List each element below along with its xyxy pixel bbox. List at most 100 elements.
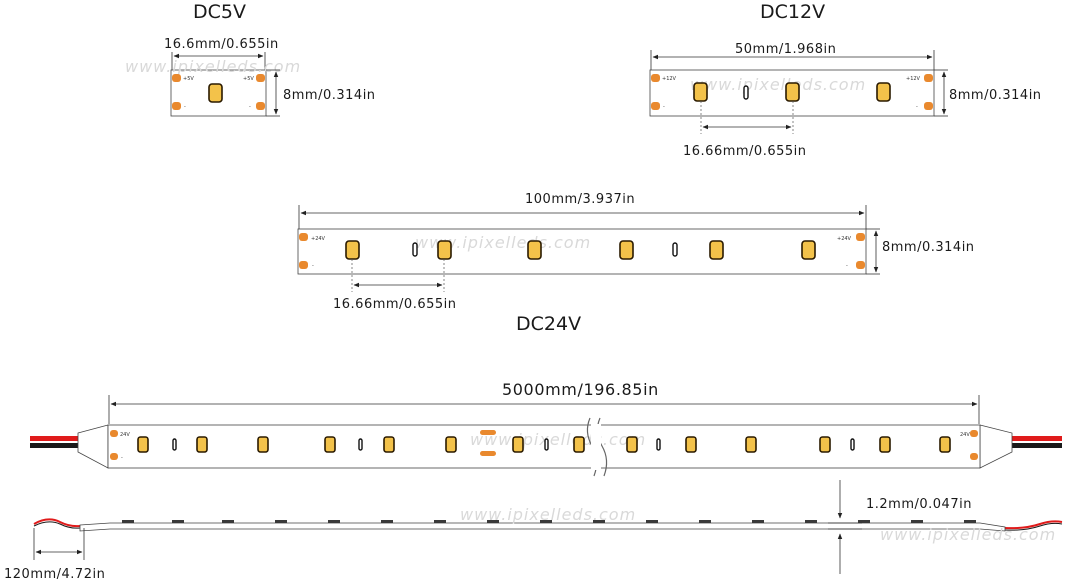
dc12v-led-3 [876,82,891,102]
reel-resistor [544,438,549,451]
reel-led [324,436,336,453]
reel-led [939,436,951,453]
dc5v-led [208,83,223,103]
dc5v-watermark: www.ipixelleds.com [125,57,301,76]
reel-pad-minus-text: - [121,455,123,461]
reel-led [137,436,149,453]
dc24v-pitch-label: 16.66mm/0.655in [333,297,457,312]
reel-led [685,436,697,453]
dc12v-width-label: 50mm/1.968in [735,42,836,57]
wire-red-left [30,436,78,441]
dc24v-resistor-1 [412,242,418,257]
reel-led [257,436,269,453]
dc12v-pad-minus-right [924,102,933,110]
dc24v-pad-minus-text-right: - [846,263,848,269]
dc12v-pitch-label: 16.66mm/0.655in [683,144,807,159]
reel-led [819,436,831,453]
reel-pad-minus-left [110,453,118,460]
reel-watermark: www.ipixelleds.com [470,430,646,449]
dc24v-led-2 [437,240,452,260]
side-wire-right [1004,520,1063,530]
reel-resistor [172,438,177,451]
dc5v-pad-minus-text-right: - [249,104,251,110]
dc24v-pad-plus-text: +24V [311,236,326,242]
side-strip [79,522,1006,532]
dc12v-pad-plus-text: +12V [662,76,677,82]
reel-pad-minus-right [970,453,978,460]
dc24v-led-6 [801,240,816,260]
dc24v-led-5 [709,240,724,260]
dc24v-pad-minus-left [299,261,308,269]
dc24v-height-label: 8mm/0.314in [882,240,975,255]
side-watermark: www.ipixelleds.com [460,505,636,524]
dc12v-pad-minus-text-right: - [916,104,918,110]
side-wire-left [33,518,81,528]
dc5v-section: DC5V 16.6mm/0.655in www.ipixelleds.com +… [125,1,376,117]
reel-resistor [358,438,363,451]
dc12v-led-2 [785,82,800,102]
reel-pad-plus-right [970,430,978,437]
dc12v-pad-minus-text: - [663,104,665,110]
reel-led [445,436,457,453]
reel-led [626,436,638,453]
reel-resistor [850,438,855,451]
dc12v-section: DC12V 50mm/1.968in www.ipixelleds.com +1… [649,1,1042,159]
reel-strip [107,424,981,469]
dc12v-pad-plus-right [924,74,933,82]
reel-led [879,436,891,453]
reel-mid-pad-plus [480,430,496,435]
dc12v-watermark: www.ipixelleds.com [690,75,866,94]
side-watermark-right: www.ipixelleds.com [880,525,1056,544]
dc12v-resistor [743,85,749,100]
reel-length-label: 5000mm/196.85in [502,380,659,399]
dc12v-pad-minus-left [651,102,660,110]
reel-thickness-label: 1.2mm/0.047in [866,497,972,512]
wire-black-right [1012,443,1062,448]
reel-lead-label: 120mm/4.72in [4,567,105,582]
dc5v-pad-plus-text: +5V [183,76,194,82]
dc24v-strip [297,228,867,275]
dc24v-width-label: 100mm/3.937in [525,192,635,207]
dc5v-width-label: 16.6mm/0.655in [164,37,279,52]
dc5v-pad-plus-right [256,74,265,82]
reel-endcap-left [77,424,109,469]
side-chip [122,520,134,523]
reel-led [383,436,395,453]
dc5v-pad-plus-left [172,74,181,82]
dc24v-led-1 [345,240,360,260]
dc5v-pad-plus-text-right: +5V [243,76,254,82]
dc24v-resistor-2 [672,242,678,257]
dc24v-pad-minus-right [856,261,865,269]
dc5v-pad-minus-right [256,102,265,110]
dc12v-pad-plus-text-right: +12V [906,76,921,82]
dc24v-led-3 [527,240,542,260]
reel-pad-plus-text: 24V [120,432,130,438]
dc24v-section: 100mm/3.937in www.ipixelleds.com +24V +2… [297,192,975,335]
dc24v-pad-plus-text-right: +24V [837,236,852,242]
reel-pad-plus-left [110,430,118,437]
reel-endcap-right [979,424,1013,469]
reel-mid-pad-minus [480,451,496,456]
dc5v-title: DC5V [193,1,246,23]
reel-led [512,436,524,453]
reel-resistor [656,438,661,451]
dc12v-led-1 [693,82,708,102]
dc24v-led-4 [619,240,634,260]
dc24v-watermark: www.ipixelleds.com [415,233,591,252]
wire-red-right [1012,436,1062,441]
dc24v-pad-minus-text: - [312,263,314,269]
wire-black-left [30,443,78,448]
reel-section: 5000mm/196.85in www.ipixelleds.com 24V 2… [30,380,1062,477]
dc5v-pad-minus-text: - [184,104,186,110]
dc12v-title: DC12V [760,1,825,23]
dc24v-pad-plus-left [299,233,308,241]
reel-led [745,436,757,453]
side-profile-section: www.ipixelleds.com www.ipixelleds.com 1.… [4,480,1063,582]
reel-led [196,436,208,453]
reel-led [573,436,585,453]
dc12v-height-label: 8mm/0.314in [949,88,1042,103]
dc5v-height-label: 8mm/0.314in [283,88,376,103]
dc24v-title: DC24V [516,313,581,335]
reel-pad-plus-text-right: 24V [960,432,970,438]
